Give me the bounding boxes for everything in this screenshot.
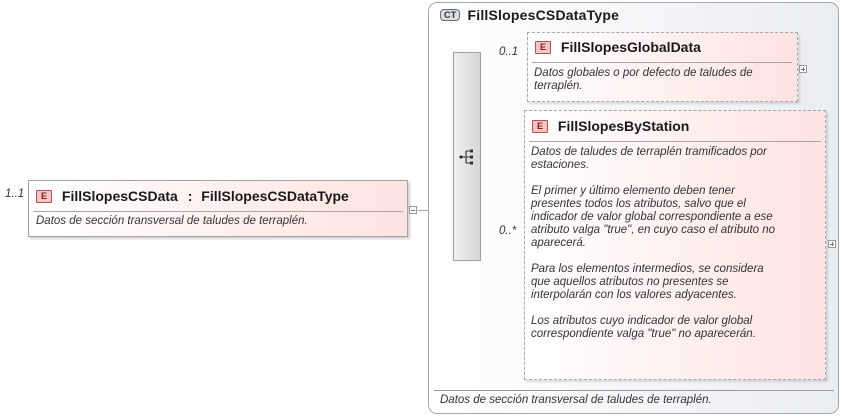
element-name-by-station[interactable]: FillSlopesByStation <box>557 118 690 134</box>
element-box-fill-slopes-by-station[interactable]: E FillSlopesByStation Datos de taludes d… <box>524 110 826 380</box>
element-separator-global <box>532 62 792 63</box>
complex-type-title: CT FillSlopesCSDataType <box>440 7 619 23</box>
element-description-global: Datos globales o por defecto de taludes … <box>534 67 753 92</box>
child-multiplicity-global: 0..1 <box>499 46 519 58</box>
sequence-compositor[interactable] <box>453 52 481 261</box>
element-badge: E <box>36 190 52 203</box>
root-element-title: E FillSlopesCSData : FillSlopesCSDataTyp… <box>36 188 349 204</box>
element-box-fill-slopes-global-data[interactable]: E FillSlopesGlobalData Datos globales o … <box>527 32 798 102</box>
complex-type-separator <box>434 390 834 391</box>
complex-type-description: Datos de sección transversal de taludes … <box>440 394 712 406</box>
root-multiplicity: 1..1 <box>5 188 25 200</box>
element-name-global[interactable]: FillSlopesGlobalData <box>560 39 701 55</box>
complex-type-name[interactable]: FillSlopesCSDataType <box>467 7 620 23</box>
expand-icon[interactable] <box>799 65 807 73</box>
element-badge: E <box>532 120 548 133</box>
child-multiplicity-by-station: 0..* <box>499 225 517 237</box>
root-element-box[interactable]: E FillSlopesCSData : FillSlopesCSDataTyp… <box>28 180 408 237</box>
element-title-global: E FillSlopesGlobalData <box>535 39 701 55</box>
expand-icon[interactable] <box>828 240 836 248</box>
element-description-by-station: Datos de taludes de terraplén tramificad… <box>531 146 776 340</box>
sequence-icon <box>459 149 473 165</box>
root-element-separator <box>33 211 403 212</box>
root-element-name[interactable]: FillSlopesCSData <box>61 188 178 204</box>
element-separator-by-station <box>529 141 821 142</box>
collapse-icon[interactable] <box>409 206 417 214</box>
element-badge: E <box>535 41 551 54</box>
root-element-description: Datos de sección transversal de taludes … <box>36 215 308 227</box>
complex-type-badge: CT <box>440 9 461 21</box>
root-type-name[interactable]: FillSlopesCSDataType <box>201 188 349 204</box>
type-separator: : <box>187 188 193 204</box>
element-title-by-station: E FillSlopesByStation <box>532 118 689 134</box>
